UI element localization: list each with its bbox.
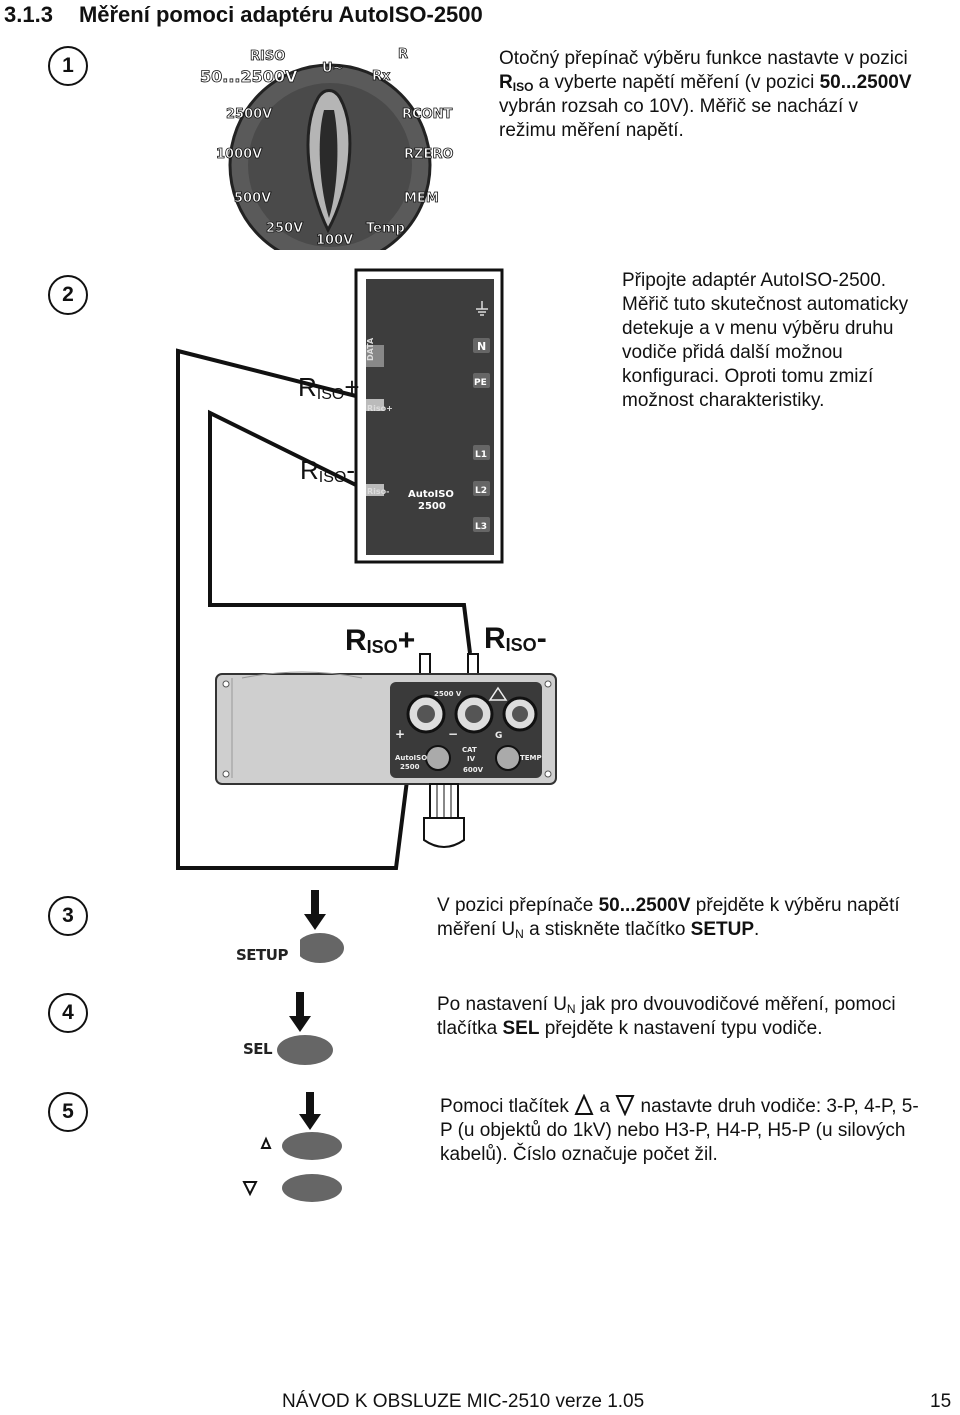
dial-label-rzero: RZERO [404, 147, 453, 162]
section-number: 3.1.3 [4, 2, 53, 27]
dial-label-rx: Rx [372, 69, 391, 84]
meter-label-600v: 600V [463, 766, 484, 774]
step-2-badge: 2 [48, 275, 88, 315]
riso-minus-label: RISO- [300, 455, 356, 486]
meter-illustration: 2500 V CAT IV 600V G TEMP + − AutoISO 25… [215, 653, 557, 848]
down-button-shape [282, 1174, 342, 1202]
adapter-label-data: DATA [366, 337, 375, 361]
adapter-label-l2: L2 [475, 486, 487, 496]
adapter-panel [366, 279, 494, 555]
dial-label-2500v: 2500V [226, 107, 272, 122]
step-3-badge: 3 [48, 896, 88, 936]
meter-label-g: G [495, 731, 502, 741]
step-1-text: Otočný přepínač výběru funkce nastavte v… [499, 48, 912, 141]
step-5-text: Pomoci tlačítek a nastavte druh vodiče: … [440, 1093, 919, 1165]
connector-plug [423, 817, 465, 848]
meter-label-2500v: 2500 V [434, 690, 462, 698]
dial-label-500v: 500V [234, 191, 271, 206]
meter-label-2500: 2500 [400, 763, 420, 771]
up-arrow-label-icon [260, 1136, 272, 1149]
warning-icon [488, 686, 508, 701]
adapter-label-l3: L3 [475, 522, 487, 532]
sel-press-illustration [277, 992, 333, 1065]
wire-riso-minus [208, 409, 472, 654]
dial-label-1000v: 1000V [216, 147, 262, 162]
ground-icon [476, 301, 488, 316]
meter-label-cat: CAT [462, 746, 477, 754]
cable-minus-label: RISO- [484, 622, 547, 655]
dial-label-50-2500v: 50...2500V [200, 67, 298, 86]
dial-label-250v: 250V [266, 221, 303, 236]
press-arrow-icon [304, 914, 326, 930]
meter-label-temp: TEMP [520, 754, 542, 762]
meter-label-iv: IV [467, 755, 476, 763]
rotary-dial-illustration: RISO R U~ Rx RCONT RZERO MEM Temp 100V 2… [200, 47, 454, 250]
adapter-label-riso-plus: Riso+ [367, 404, 393, 413]
setup-button-label: SETUP [236, 946, 288, 964]
meter-label-minus: − [448, 727, 458, 741]
sel-button-label: SEL [243, 1040, 273, 1058]
down-triangle-icon [615, 1095, 635, 1117]
press-arrow-icon [289, 1016, 311, 1032]
wire-riso-plus [176, 348, 420, 870]
meter-label-plus: + [395, 727, 405, 741]
up-triangle-icon [574, 1093, 594, 1115]
up-button-shape [282, 1132, 342, 1160]
arrow-buttons-illustration [242, 1092, 342, 1202]
press-arrow-icon [299, 1114, 321, 1130]
dial-label-riso: RISO [250, 49, 285, 64]
section-title: Měření pomoci adaptéru AutoISO-2500 [78, 2, 483, 27]
riso-plus-label: RISO+ [298, 372, 360, 403]
adapter-label-riso-minus: Riso- [367, 487, 389, 496]
step-4-text: Po nastavení UN jak pro dvouvodičové měř… [437, 994, 896, 1039]
sel-button-shape [277, 1035, 333, 1065]
meter-label-autoiso: AutoISO [395, 754, 427, 762]
step-1-badge: 1 [48, 46, 88, 86]
adapter-label-l1: L1 [475, 450, 487, 460]
step-4-badge: 4 [48, 993, 88, 1033]
cable-plus-label: RISO+ [345, 624, 416, 657]
dial-label-r: R [398, 47, 408, 62]
step-3-text: V pozici přepínače 50...2500V přejděte k… [437, 895, 900, 941]
dial-label-u: U~ [322, 61, 343, 76]
dial-label-100v: 100V [316, 233, 353, 248]
footer-page-number: 15 [930, 1391, 952, 1412]
adapter-label-pe: PE [474, 378, 487, 388]
step-2-text: Připojte adaptér AutoISO-2500. Měřič tut… [622, 270, 909, 411]
wiring-illustration: DATA Riso+ Riso- N PE L1 L2 L3 AutoISO 2… [176, 268, 504, 870]
dial-label-temp: Temp [366, 221, 405, 236]
adapter-label-n: N [477, 340, 486, 353]
setup-button-shape [300, 933, 344, 963]
adapter-brand-name: AutoISO [408, 489, 454, 500]
section-heading: 3.1.3 Měření pomoci adaptéru AutoISO-2500 [4, 2, 483, 28]
footer-manual: NÁVOD K OBSLUZE MIC-2510 verze 1.05 [282, 1391, 645, 1412]
step-5-badge: 5 [48, 1092, 88, 1132]
setup-press-illustration [300, 890, 344, 963]
adapter-brand-model: 2500 [418, 501, 446, 512]
dial-label-rcont: RCONT [402, 107, 452, 122]
dial-label-mem: MEM [404, 191, 439, 206]
down-arrow-label-icon [242, 1181, 258, 1197]
